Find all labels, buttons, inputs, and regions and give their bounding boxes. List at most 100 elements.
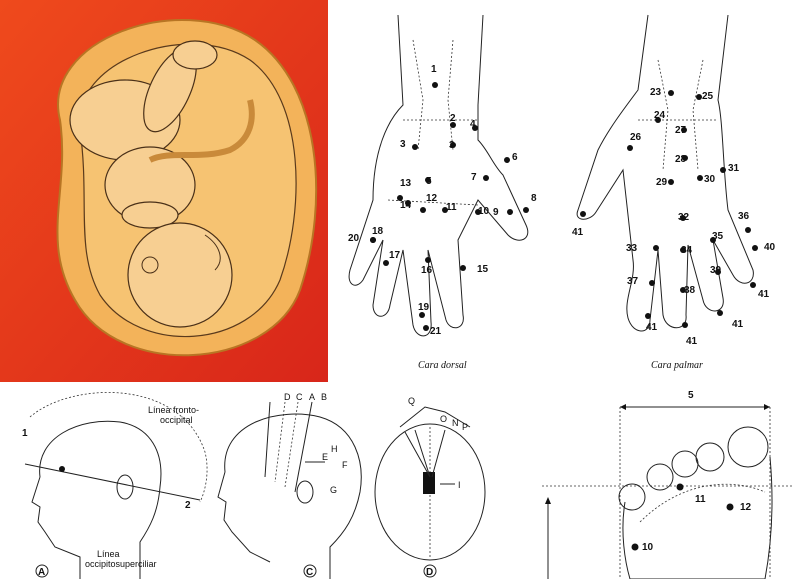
fetus-ear <box>141 256 159 274</box>
linea-occipito-label: Línea <box>97 549 120 559</box>
dorsal-point <box>442 207 448 213</box>
dorsal-point <box>460 265 466 271</box>
palmar-point-label: 25 <box>702 91 714 102</box>
dorsal-point-label: 21 <box>430 326 442 337</box>
palmar-point-label: 29 <box>656 177 668 188</box>
dorsal-point <box>420 207 426 213</box>
palmar-point-label: 38 <box>684 285 696 296</box>
palmar-point-label: 27 <box>675 125 687 136</box>
palmar-point <box>653 245 659 251</box>
foot-point <box>631 543 639 551</box>
palmar-point-label: 41 <box>732 319 744 330</box>
palmar-point <box>680 247 686 253</box>
foot-point <box>726 503 734 511</box>
palmar-point-label: 41 <box>758 289 770 300</box>
palmar-point-label: 32 <box>678 212 690 223</box>
linea-fronto-label: Línea fronto- <box>148 405 199 415</box>
dorsal-point-label: 20 <box>348 233 360 244</box>
dorsal-point-label: 6 <box>512 152 518 163</box>
dorsal-point <box>450 122 456 128</box>
palmar-point <box>715 269 721 275</box>
palmar-point <box>745 227 751 233</box>
dorsal-point <box>523 207 529 213</box>
panel-a-label: A <box>38 567 45 578</box>
palmar-point <box>680 287 686 293</box>
dorsal-point <box>483 175 489 181</box>
palmar-point <box>682 322 688 328</box>
dorsal-point <box>405 200 411 206</box>
palmar-point <box>649 280 655 286</box>
head-c-letter: D <box>284 392 291 402</box>
palmar-point <box>720 167 726 173</box>
dorsal-point-label: 18 <box>372 226 384 237</box>
head-c-letter: B <box>321 392 327 402</box>
palmar-point <box>710 237 716 243</box>
panel-d-label: D <box>426 567 433 578</box>
palmar-point-label: 36 <box>738 211 750 222</box>
palmar-point <box>752 245 758 251</box>
palmar-point <box>668 179 674 185</box>
palmar-point-label: 41 <box>646 322 658 333</box>
dorsal-hand-outline <box>348 14 529 337</box>
dorsal-point-label: 12 <box>426 193 438 204</box>
palmar-point <box>668 90 674 96</box>
dorsal-point <box>475 209 481 215</box>
dorsal-point-label: 8 <box>531 193 537 204</box>
dorsal-point-label: 7 <box>471 172 477 183</box>
palmar-hand-outline <box>576 14 754 332</box>
head-c-letter: H <box>331 444 338 454</box>
head-d-letter: I <box>458 480 461 490</box>
dorsal-point-label: 2 <box>450 113 456 124</box>
palmar-point <box>750 282 756 288</box>
dorsal-point-label: 17 <box>389 250 401 261</box>
head-measurement-diagrams: Línea fronto- occipital Línea occipitosu… <box>0 382 520 579</box>
dorsal-point-label: 13 <box>400 178 412 189</box>
palmar-point-label: 31 <box>728 163 740 174</box>
head-c-letter: E <box>322 452 328 462</box>
dorsal-point <box>432 82 438 88</box>
palmar-point-label: 41 <box>686 336 698 347</box>
fetus-arm <box>121 201 179 229</box>
palmar-point <box>580 211 586 217</box>
fetus-illustration <box>0 0 328 382</box>
palmar-point-label: 34 <box>681 245 693 256</box>
label-2: 2 <box>185 500 191 511</box>
palmar-point-label: 39 <box>710 265 722 276</box>
palmar-point-label: 23 <box>650 87 662 98</box>
dorsal-point <box>425 177 431 183</box>
dorsal-point-label: 10 <box>478 206 490 217</box>
palmar-point-label: 37 <box>627 276 639 287</box>
dorsal-point-label: 1 <box>431 64 437 75</box>
palmar-point <box>627 145 633 151</box>
foot-point-label: 10 <box>642 542 654 553</box>
palmar-point-label: 40 <box>764 242 776 253</box>
palmar-point-label: 26 <box>630 132 642 143</box>
dorsal-point <box>397 195 403 201</box>
palmar-caption: Cara palmar <box>651 360 703 371</box>
head-c-letter: G <box>330 485 337 495</box>
dorsal-point <box>423 325 429 331</box>
head-d-letter: P <box>462 422 468 432</box>
dorsal-point-label: 5 <box>426 176 432 187</box>
head-c-letter: F <box>342 460 348 470</box>
head-profile-c <box>217 401 362 579</box>
head-d-letter: O <box>440 414 447 424</box>
panel-c-label: C <box>306 567 313 578</box>
dorsal-point-label: 15 <box>477 264 489 275</box>
linea-occipito-label-2: occipitosuperciliar <box>85 559 157 569</box>
dorsal-point <box>472 125 478 131</box>
fetus-face <box>204 234 221 271</box>
palmar-point <box>655 117 661 123</box>
fetus-foot <box>172 40 218 70</box>
dorsal-point-label: 19 <box>418 302 430 313</box>
dorsal-point-label: 16 <box>421 265 433 276</box>
palmar-point <box>645 313 651 319</box>
palmar-point-label: 30 <box>704 174 716 185</box>
